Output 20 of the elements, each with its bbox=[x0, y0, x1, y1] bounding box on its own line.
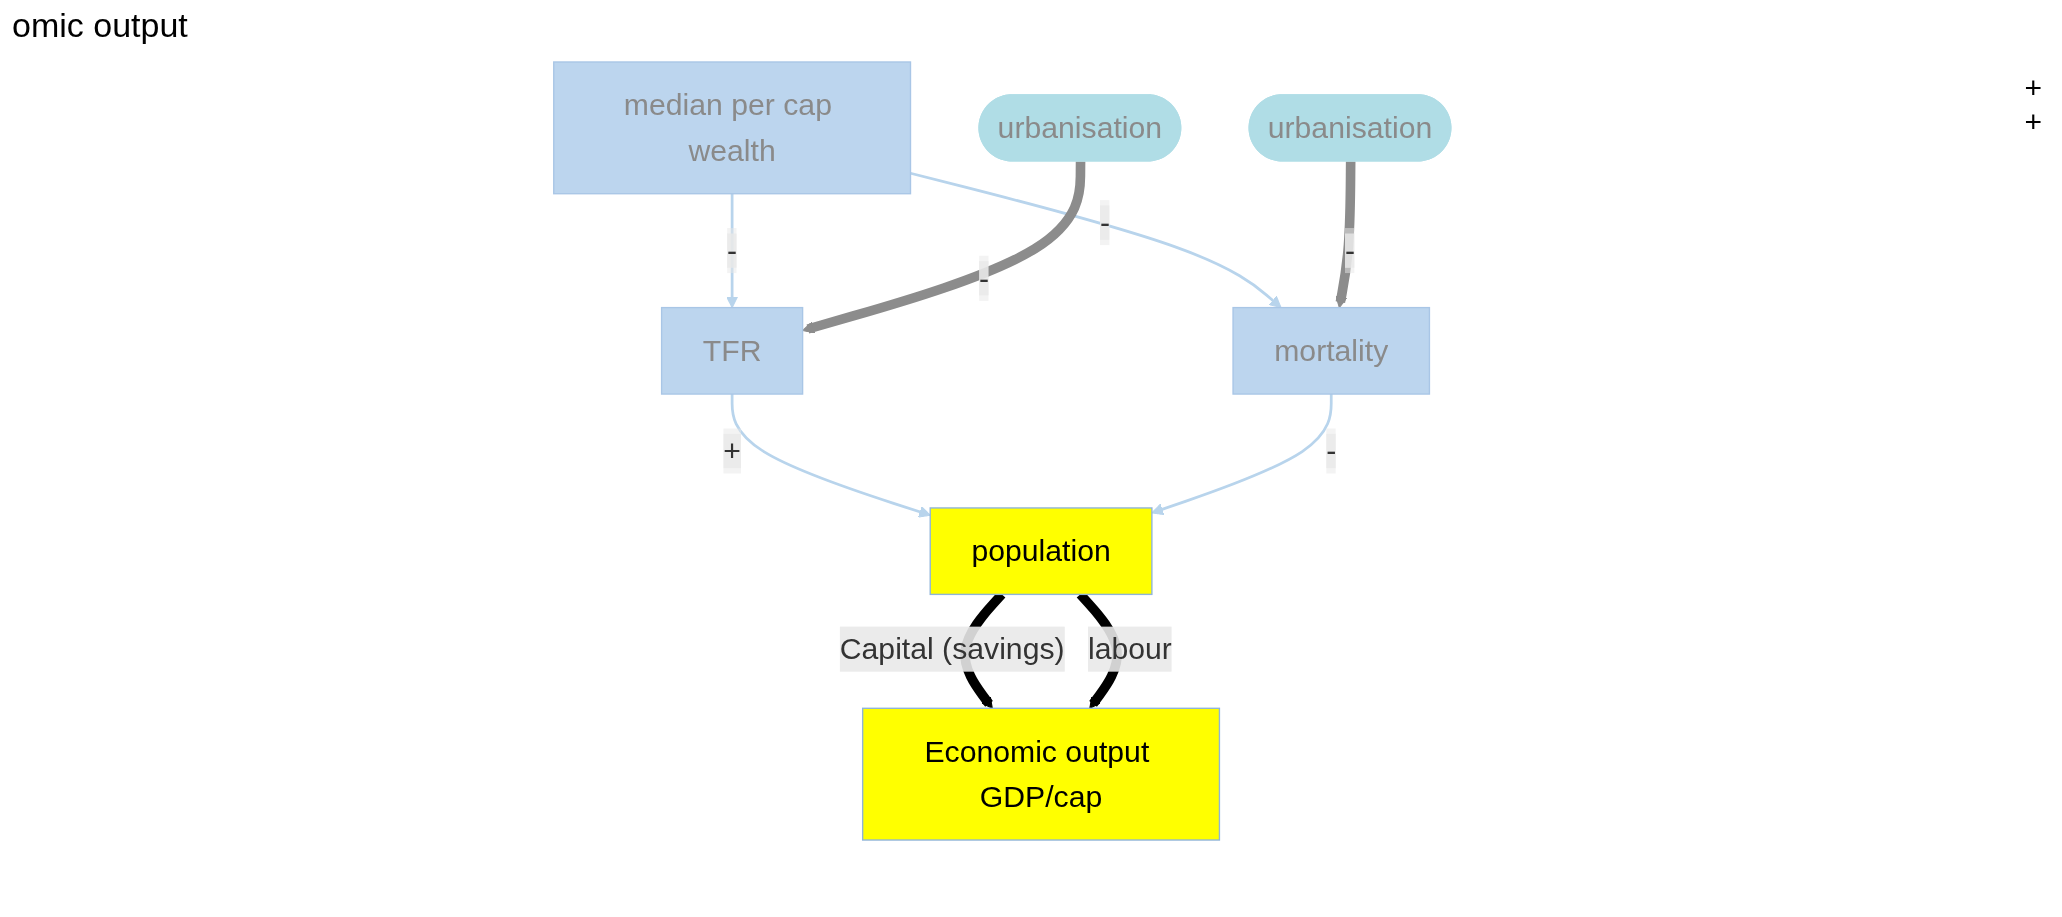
node-box: TFR bbox=[660, 306, 804, 395]
arrow bbox=[802, 161, 1086, 334]
sign-label: + bbox=[2024, 71, 2042, 105]
arrow bbox=[730, 394, 931, 518]
edge-label: - bbox=[1099, 205, 1111, 240]
sign-label: + bbox=[2024, 105, 2042, 139]
node-box: Economic output GDP/cap bbox=[861, 707, 1221, 841]
edge-label: labour bbox=[1087, 631, 1172, 667]
node-box: mortality bbox=[1232, 306, 1431, 395]
edge-label: + bbox=[723, 433, 741, 469]
edge-label: - bbox=[1344, 233, 1356, 268]
edge-label: - bbox=[727, 233, 738, 268]
edge-label: - bbox=[1326, 433, 1337, 469]
arrow bbox=[1151, 394, 1333, 516]
node-box: population bbox=[929, 507, 1153, 596]
diagram-title: omic output bbox=[12, 6, 189, 45]
node-box: median per cap wealth bbox=[553, 61, 912, 195]
edge-label: - bbox=[979, 261, 990, 296]
arrow bbox=[910, 171, 1282, 309]
edge-label: Capital (savings) bbox=[839, 631, 1065, 667]
